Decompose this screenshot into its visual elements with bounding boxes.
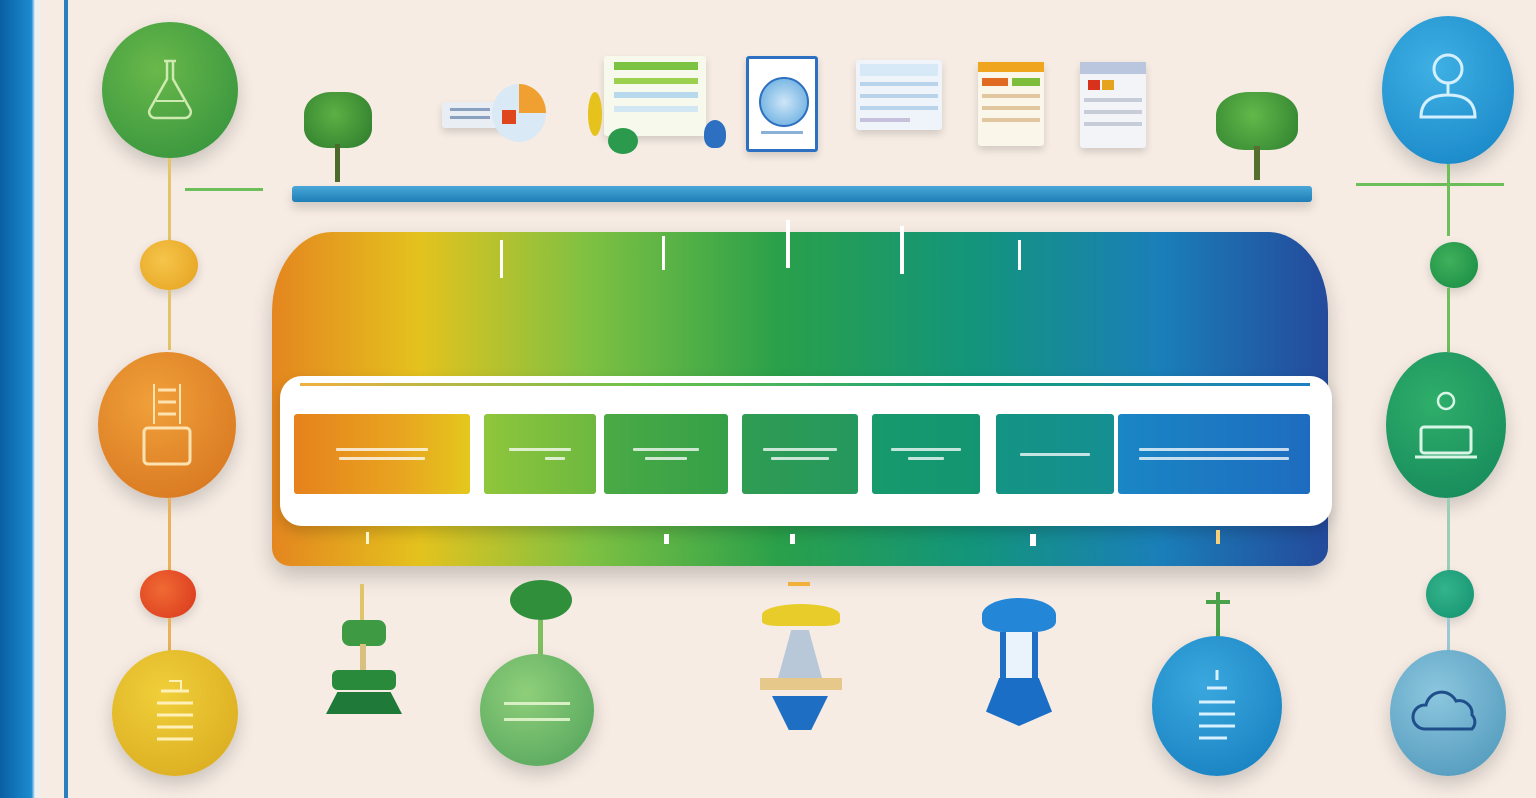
band-tick xyxy=(662,236,665,270)
left-edge-line xyxy=(64,0,68,798)
stage-4[interactable] xyxy=(742,414,858,494)
panel-accent-line xyxy=(300,383,1310,386)
stage-1[interactable] xyxy=(294,414,470,494)
balloon-node-icon xyxy=(480,576,596,776)
stage-6[interactable] xyxy=(996,414,1114,494)
band-tick xyxy=(1030,534,1036,546)
stage-3[interactable] xyxy=(604,414,728,494)
person-circle xyxy=(1382,16,1514,164)
clipboard-icon xyxy=(142,384,192,466)
document-list-circle xyxy=(1152,636,1282,776)
laptop-icon xyxy=(1415,391,1477,459)
clipboard-circle xyxy=(98,352,236,498)
tree-icon xyxy=(298,88,378,184)
laptop-circle xyxy=(1386,352,1506,498)
band-tick xyxy=(664,534,669,544)
connector-line xyxy=(1447,164,1450,236)
stacked-pin-icon xyxy=(326,584,402,734)
laptop-screen-icon xyxy=(588,56,728,156)
band-tick xyxy=(366,532,369,544)
document-circle xyxy=(112,650,238,776)
band-tick xyxy=(500,240,503,278)
connector-line xyxy=(1447,288,1450,352)
connector-line xyxy=(168,158,171,254)
node-small-teal xyxy=(1426,570,1474,618)
connector-line xyxy=(1216,592,1220,652)
connector-line xyxy=(1206,600,1230,604)
connector-line xyxy=(168,618,171,654)
stage-7[interactable] xyxy=(1118,414,1310,494)
band-tick xyxy=(900,226,904,274)
connector-line xyxy=(1447,618,1450,654)
connector-line xyxy=(168,290,171,350)
hourglass-pin-icon xyxy=(982,598,1056,736)
stage-2[interactable] xyxy=(484,414,596,494)
spreadsheet-icon xyxy=(856,60,942,130)
cloud-icon xyxy=(1411,690,1477,731)
node-small-green xyxy=(1430,242,1478,288)
band-tick xyxy=(1216,530,1220,544)
cloud-circle xyxy=(1390,650,1506,776)
flask-icon xyxy=(147,59,193,120)
document-list-icon xyxy=(1199,670,1235,740)
node-small-yellow xyxy=(140,240,198,290)
connector-line xyxy=(185,188,263,191)
tree-icon xyxy=(1212,88,1302,184)
connector-line xyxy=(1356,183,1504,186)
top-shelf xyxy=(292,186,1312,202)
stage-5[interactable] xyxy=(872,414,980,494)
band-tick xyxy=(1018,240,1021,270)
report-sheet-icon xyxy=(1080,62,1146,148)
connector-line xyxy=(168,498,171,574)
node-small-red xyxy=(140,570,196,618)
band-tick xyxy=(790,534,795,544)
table-sheet-icon xyxy=(978,62,1044,146)
person-icon xyxy=(1419,53,1477,119)
band-tick xyxy=(786,220,790,268)
chart-card-icon xyxy=(442,80,552,150)
document-icon xyxy=(157,680,193,741)
connector-line xyxy=(1447,498,1450,574)
certificate-icon xyxy=(746,56,818,152)
flask-circle xyxy=(102,22,238,158)
left-edge-bar xyxy=(0,0,70,798)
lamp-pin-icon xyxy=(756,580,846,750)
